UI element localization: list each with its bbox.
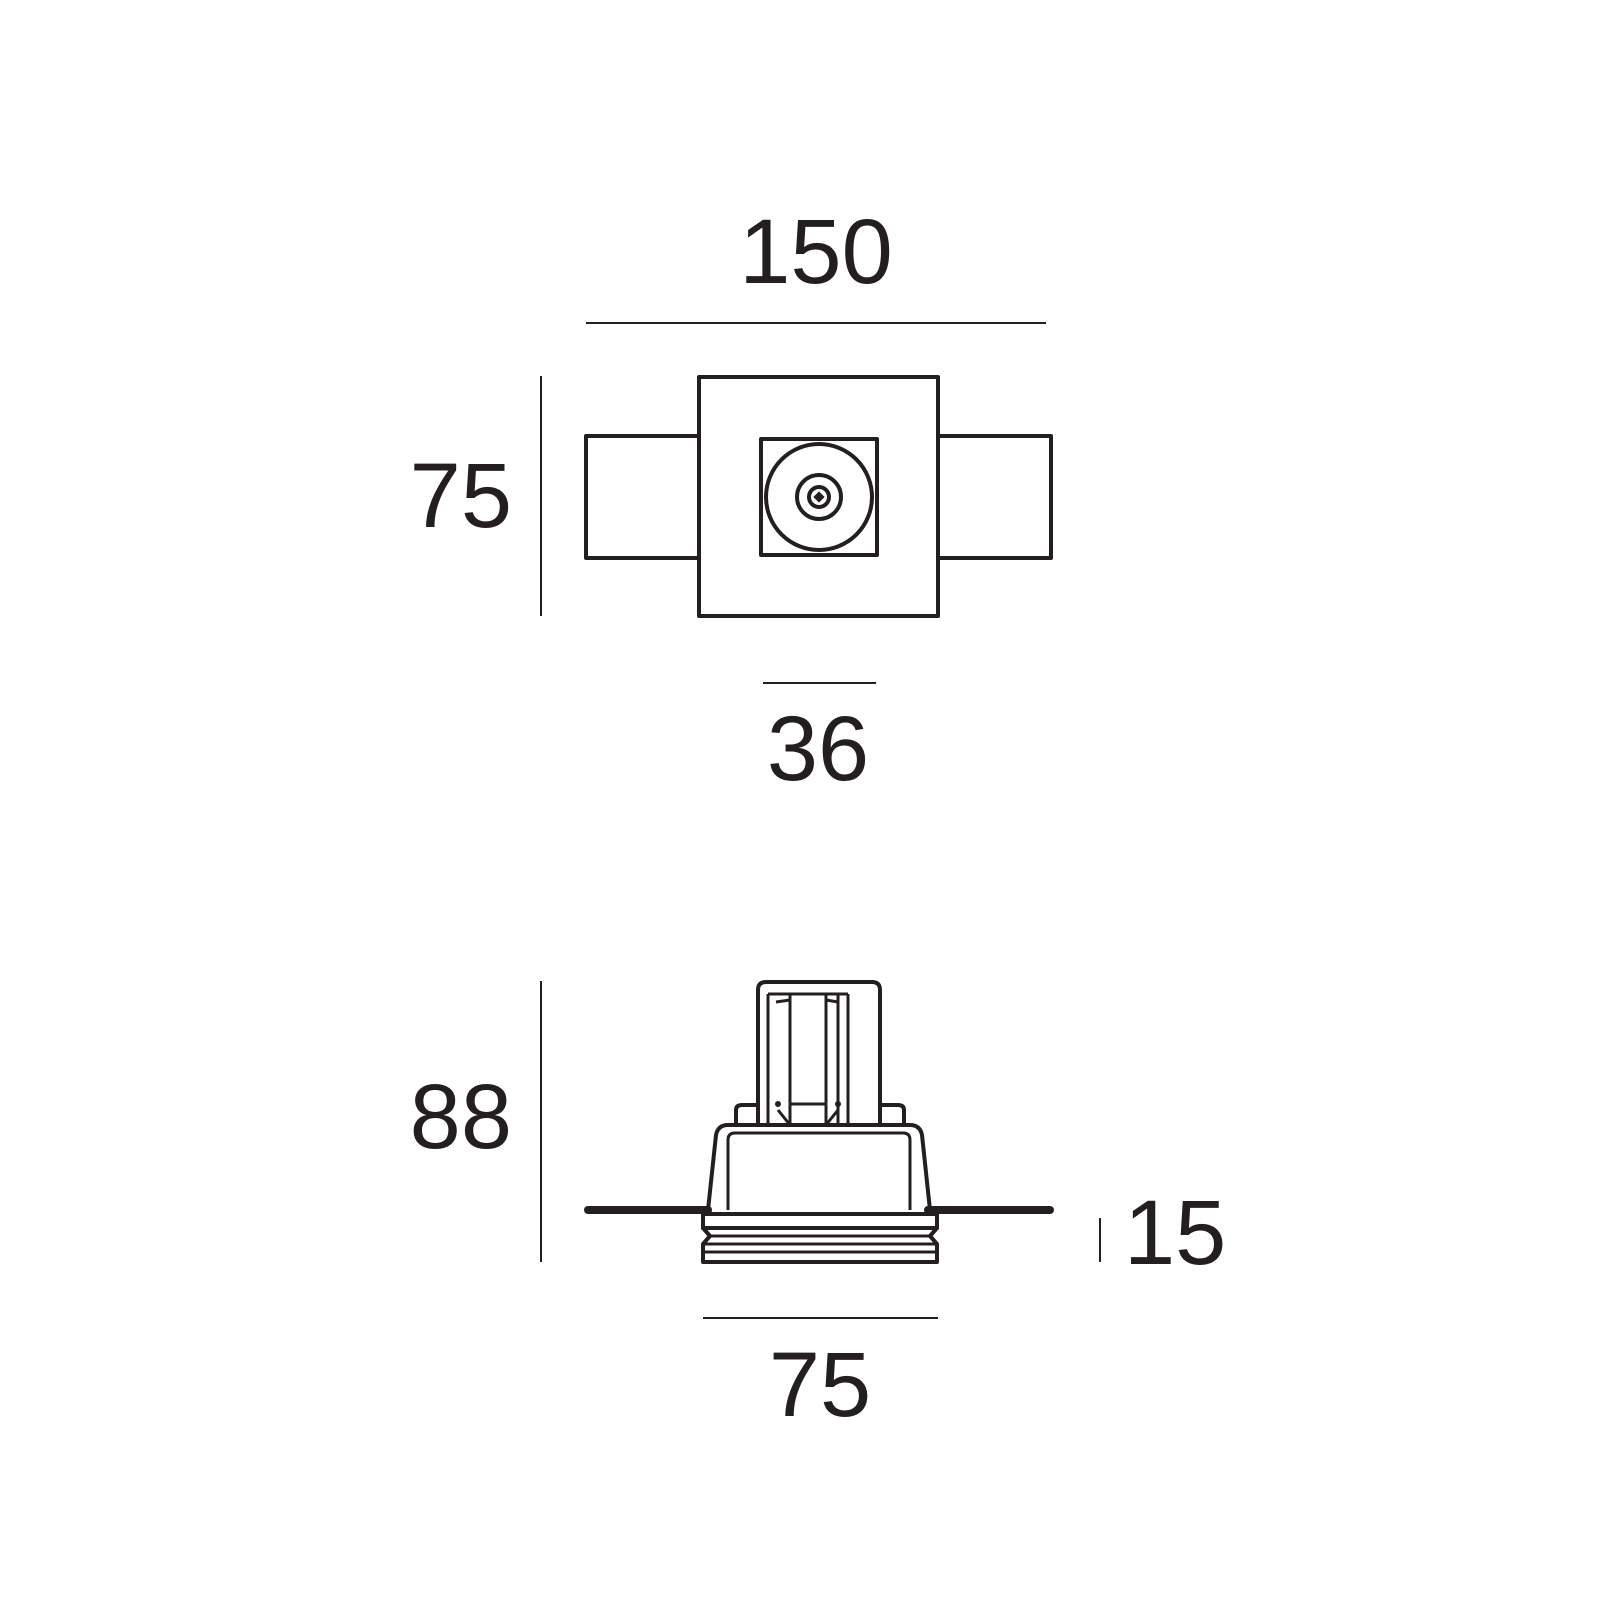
side-width-label: 75 [769, 1334, 871, 1436]
side-height-label: 88 [410, 1066, 512, 1168]
top-width-label: 150 [739, 201, 893, 303]
inner-width-label: 36 [767, 698, 869, 800]
lens-outer-circle [764, 442, 874, 552]
top-view: 150 75 36 [410, 201, 1053, 800]
side-view: 88 15 [410, 980, 1226, 1436]
upper-module [756, 980, 882, 1127]
housing-body [706, 1123, 932, 1212]
lens-middle-circle [795, 473, 843, 521]
trim-height-label: 15 [1124, 1182, 1226, 1284]
left-flange [584, 434, 701, 560]
lens-center-dot [813, 491, 825, 503]
left-clip [734, 1103, 760, 1127]
lens-inner-circle [807, 485, 831, 509]
right-clip [878, 1103, 906, 1127]
trim-ring [701, 1212, 939, 1264]
top-height-label: 75 [410, 445, 512, 547]
right-flange [936, 434, 1053, 560]
body-square [697, 375, 940, 618]
lens-square [759, 437, 879, 557]
